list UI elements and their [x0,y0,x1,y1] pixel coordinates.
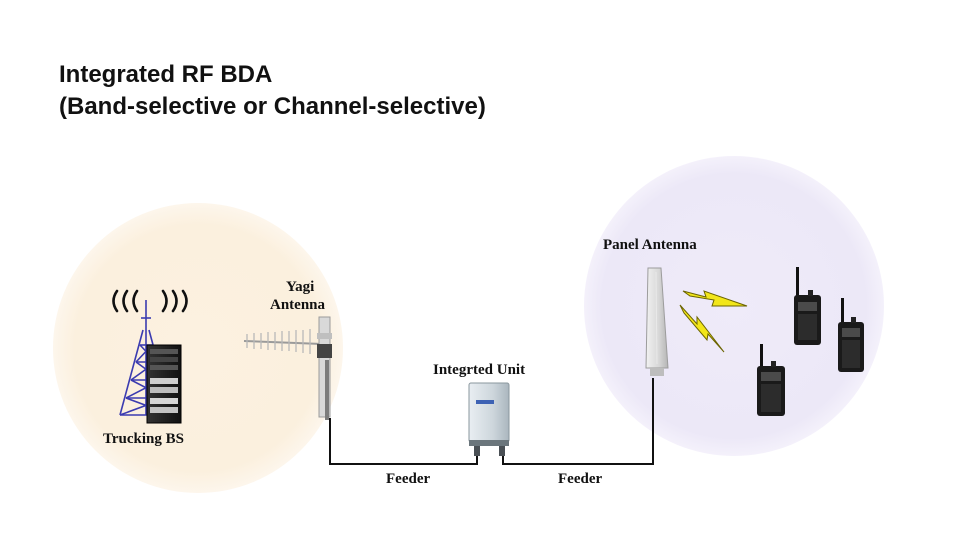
walkie-talkie-3 [757,344,785,416]
label-panel-antenna: Panel Antenna [603,237,697,253]
server-rack-icon [146,344,182,424]
panel-antenna-icon [645,267,669,376]
label-yagi-line1: Yagi [286,279,315,295]
label-integrated-unit: Integrted Unit [433,362,526,378]
donor-zone [53,203,343,493]
label-yagi-line2: Antenna [270,297,326,313]
repeater-unit-icon [468,382,510,456]
label-feeder-right: Feeder [558,471,603,487]
label-trucking-bs: Trucking BS [103,431,184,447]
walkie-talkie-1 [794,267,821,345]
signal-waves-icon [112,289,188,313]
feeder-cable-right [502,378,654,465]
label-feeder-left: Feeder [386,471,431,487]
feeder-cable-left [329,418,478,465]
lightning-icon [679,290,748,353]
walkie-talkie-2 [838,298,864,372]
page-title: Integrated RF BDA [59,61,273,88]
page-subtitle: (Band-selective or Channel-selective) [59,93,486,120]
yagi-antenna-icon [243,316,332,420]
walkie-talkie-icon [757,267,864,416]
